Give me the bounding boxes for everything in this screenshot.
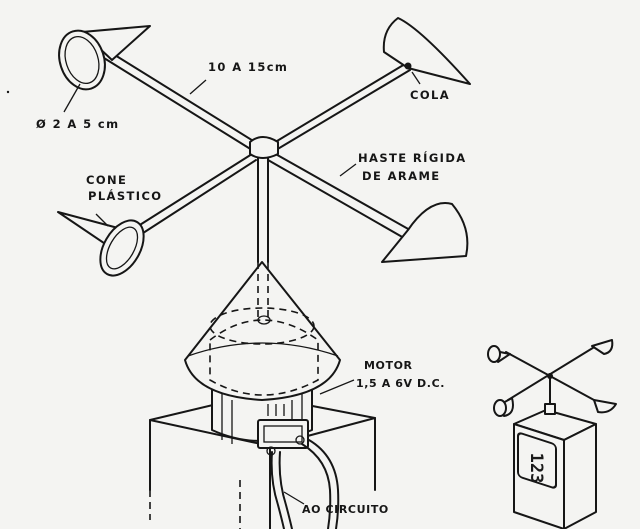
label-cup-diameter: Ø 2 A 5 cm xyxy=(36,117,120,131)
cup-bottom-left xyxy=(57,211,145,277)
label-glue: COLA xyxy=(410,88,450,102)
housing-cone xyxy=(184,261,341,401)
cup-top-left xyxy=(58,25,151,91)
label-motor-line1: MOTOR xyxy=(364,359,413,372)
label-cone-line2: PLÁSTICO xyxy=(88,188,162,203)
display-frame xyxy=(517,432,557,489)
cup-bottom-right xyxy=(381,202,469,263)
cup-top-right xyxy=(382,17,471,85)
hub xyxy=(249,136,279,159)
wires xyxy=(270,439,340,529)
label-motor-line2: 1,5 A 6V D.C. xyxy=(356,377,445,390)
label-cone-line1: CONE xyxy=(86,173,127,187)
label-circuit: AO CIRCUITO xyxy=(302,503,389,516)
scan-speck xyxy=(6,90,10,94)
mini-anemometer: 123 xyxy=(487,339,617,529)
leader-lines xyxy=(63,71,421,505)
label-arm-length: 10 A 15cm xyxy=(208,60,288,74)
cross-arms xyxy=(103,51,411,239)
label-rod-line1: HASTE RÍGIDA xyxy=(358,150,467,165)
display-reading: 123 xyxy=(526,453,546,484)
mast xyxy=(257,149,269,318)
label-rod-line2: DE ARAME xyxy=(362,169,441,183)
mini-shaft-base xyxy=(544,403,556,415)
